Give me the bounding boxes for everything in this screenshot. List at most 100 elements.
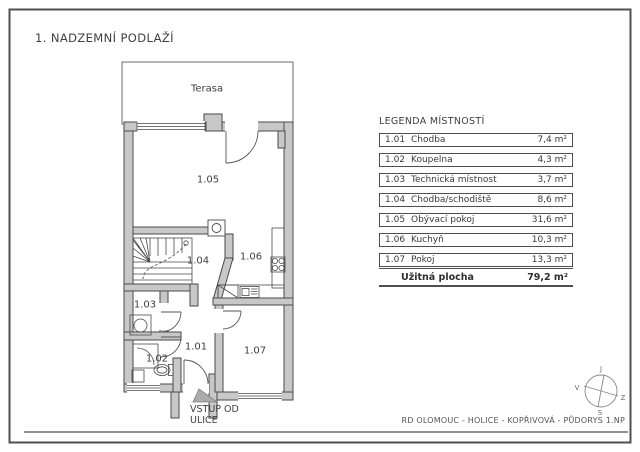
wall-bathroom-right	[172, 357, 182, 393]
walls	[123, 113, 294, 419]
legend-name: Koupelna	[411, 155, 453, 165]
chimney-box	[207, 219, 226, 237]
compass-circle	[584, 374, 618, 408]
shower-icon	[132, 343, 159, 369]
entrance-label-line2: ULICE	[190, 415, 218, 426]
room-label-106: 1.06	[239, 251, 263, 263]
legend-total-label: Užitná plocha	[401, 271, 474, 283]
stove-burner	[271, 264, 278, 271]
compass-label-z: Z	[620, 394, 626, 402]
staircase	[132, 237, 193, 285]
room-label-103: 1.03	[133, 299, 157, 311]
toilet-tank	[168, 364, 174, 376]
chimney-flue-icon	[211, 223, 222, 233]
wall-techroom-bathroom	[123, 331, 182, 341]
staircase-risers	[149, 238, 183, 256]
staircase-winders	[132, 237, 151, 263]
shower-tray-curve	[136, 347, 155, 366]
entrance-arrow-icon	[192, 388, 219, 403]
legend-code: 1.06	[385, 235, 406, 245]
legend-row-102: 1.02 Koupelna 4,3 m²	[379, 153, 573, 167]
kitchen-counter	[271, 227, 285, 289]
compass-rose-icon	[583, 374, 619, 408]
staircase-walkline-start	[183, 240, 189, 246]
doors	[160, 130, 259, 385]
legend-code: 1.01	[385, 135, 406, 145]
page-title: 1. NADZEMNÍ PODLAŽÍ	[35, 31, 174, 45]
legend-area: 3,7 m²	[537, 175, 567, 185]
stove-burner	[278, 257, 285, 264]
compass-axis-ns	[597, 374, 605, 408]
stove-burner	[278, 264, 285, 271]
wall-below-livingroom	[132, 226, 210, 235]
room-label-102: 1.02	[145, 353, 169, 365]
legend-row-104: 1.04 Chodba/schodiště 8,6 m²	[379, 193, 573, 207]
wall-exterior-left	[123, 121, 134, 393]
toilet-icon	[153, 364, 171, 376]
legend-area: 13,3 m²	[531, 255, 567, 265]
kitchen-sink-diagonal	[217, 284, 239, 299]
legend-total-area: 79,2 m²	[527, 271, 568, 283]
legend-name: Obývací pokoj	[411, 215, 475, 225]
wall-corner-step	[277, 130, 286, 149]
legend-total: Užitná plocha 79,2 m²	[379, 268, 573, 287]
wall-below-stairs	[123, 283, 199, 292]
window-bottom-right-icon	[238, 393, 282, 399]
window-bottom-left-icon	[127, 385, 160, 391]
kitchen-fixtures	[217, 227, 286, 299]
door-terrace-icon	[225, 130, 259, 164]
legend-area: 8,6 m²	[537, 195, 567, 205]
legend-area: 7,4 m²	[537, 135, 567, 145]
door-gap-room107	[214, 309, 224, 333]
room-label-107: 1.07	[243, 345, 267, 357]
legend-area: 31,6 m²	[531, 215, 567, 225]
legend-code: 1.04	[385, 195, 406, 205]
washer-drum	[133, 318, 148, 333]
stove-icon	[270, 256, 286, 273]
legend-name: Pokoj	[411, 255, 435, 265]
legend-name: Chodba/schodiště	[411, 195, 492, 205]
door-techroom-icon	[160, 311, 182, 333]
sanitary-fixtures	[129, 314, 174, 383]
kitchen-sink-icon	[217, 284, 239, 299]
windows	[127, 122, 282, 399]
door-gap-entry	[183, 383, 209, 393]
washer-icon	[129, 314, 152, 336]
door-entry-icon	[183, 359, 209, 385]
legend-area: 10,3 m²	[531, 235, 567, 245]
sink-icon	[131, 369, 145, 383]
wall-top-jog	[203, 113, 223, 132]
dishwasher-hatch	[251, 288, 258, 295]
legend-code: 1.03	[385, 175, 406, 185]
titleblock-text: RD OLOMOUC - HOLICE - KOPŘIVOVÁ - PŮDORY…	[401, 416, 625, 425]
staircase-treads	[133, 261, 192, 281]
wall-vestibule-left	[170, 391, 180, 419]
door-room107-icon	[222, 310, 242, 330]
legend-header: LEGENDA MÍSTNOSTÍ	[379, 116, 485, 127]
dishwasher-detail	[241, 288, 250, 296]
compass-label-j: J	[599, 365, 603, 373]
stove-burner	[271, 257, 278, 264]
chimney	[207, 219, 226, 237]
legend-name: Technická místnost	[411, 175, 497, 185]
wall-kitchen-left	[224, 233, 234, 261]
dishwasher-icon	[239, 286, 260, 298]
legend-name: Kuchyň	[411, 235, 444, 245]
legend-area: 4,3 m²	[537, 155, 567, 165]
legend-row-106: 1.06 Kuchyň 10,3 m²	[379, 233, 573, 247]
door-gap-techroom	[159, 303, 169, 330]
room-label-105: 1.05	[196, 174, 220, 186]
page-border	[8, 8, 632, 444]
compass-label-s: S	[597, 409, 603, 417]
legend-row-105: 1.05 Obývací pokoj 31,6 m²	[379, 213, 573, 227]
entrance-label-line1: VSTUP OD	[190, 404, 239, 415]
legend-name: Chodba	[411, 135, 446, 145]
legend-code: 1.05	[385, 215, 406, 225]
door-gap-terrace	[225, 121, 258, 132]
wall-kitchen-room107	[212, 297, 294, 306]
window-top-icon	[136, 122, 206, 131]
wall-room107-left	[214, 304, 224, 393]
staircase-outline	[132, 237, 193, 285]
